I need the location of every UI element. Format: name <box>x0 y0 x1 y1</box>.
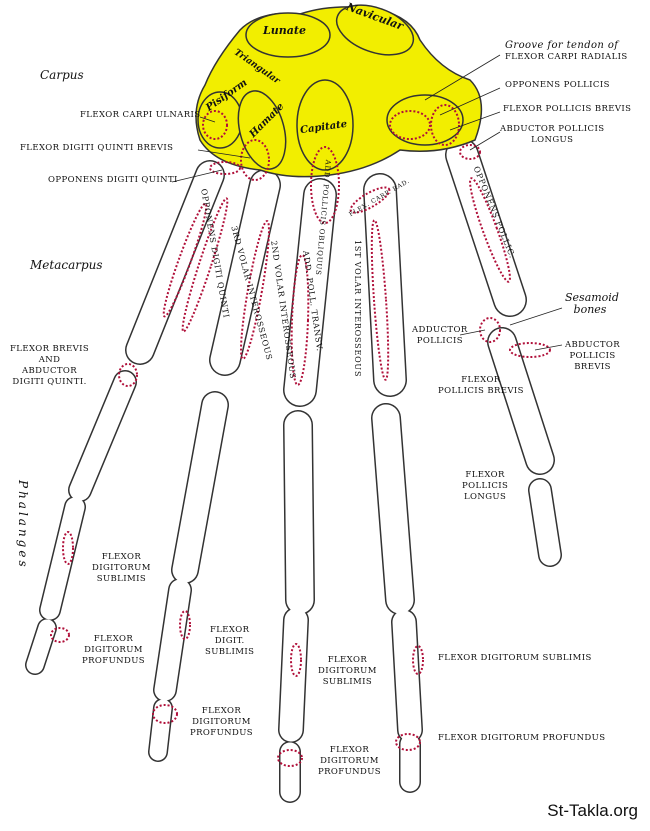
label-line: Flexor brevis <box>10 344 90 354</box>
finger-bones <box>25 138 562 803</box>
label-line: Flexor <box>201 706 242 716</box>
label-line: Flexor carpi radialis <box>505 52 628 62</box>
label-line: sublimis <box>205 647 255 657</box>
label-on-bone-1st-volar-interosseous: 1st volar interosseous <box>353 240 362 378</box>
label-abductor-pollicis-brevis: Abductorpollicisbrevis <box>565 340 620 373</box>
label-line: pollicis <box>569 351 616 361</box>
label-fds-ring: Flexordigit.sublimis <box>205 625 254 658</box>
label-line: Adductor <box>412 325 468 335</box>
label-line: digiti quinti. <box>12 377 87 387</box>
label-opponens-digiti-quinti: Opponens digiti quinti <box>48 175 178 185</box>
label-line: digitorum <box>318 666 377 676</box>
watermark: St-Takla.org <box>547 801 638 820</box>
label-line: longus <box>531 135 574 145</box>
label-groove-fcr: Groove for tendon ofFlexor carpi radiali… <box>505 40 628 63</box>
label-adductor-pollicis: Adductorpollicis <box>412 325 468 347</box>
label-line: Groove for tendon of <box>505 40 619 51</box>
label-fds-little: Flexordigitorumsublimis <box>92 552 151 585</box>
carpal-bones <box>195 4 483 178</box>
label-line: digitorum <box>192 717 251 727</box>
label-line: Flexor <box>329 745 370 755</box>
label-line: pollicis brevis <box>438 386 524 396</box>
label-line: pollicis <box>416 336 463 346</box>
label-line: sublimis <box>96 574 147 584</box>
label-flexor-pollicis-brevis-top: Flexor pollicis brevis <box>503 104 632 114</box>
label-abductor-pollicis-longus: Abductor pollicislongus <box>500 124 604 146</box>
label-line: profundus <box>318 767 381 777</box>
label-fdp-ring: Flexordigitorumprofundus <box>190 706 253 739</box>
label-line: pollicis <box>462 481 509 491</box>
label-line: sublimis <box>322 677 373 687</box>
region-carpus: Carpus <box>40 68 84 82</box>
label-fdp-little: Flexordigitorumprofundus <box>82 634 145 667</box>
label-flexor-pollicis-longus: Flexorpollicislongus <box>462 470 508 503</box>
label-flexor-brevis-abductor-digiti-quinti: Flexor brevisandAbductordigiti quinti. <box>10 344 89 388</box>
label-line: Flexor <box>209 625 250 635</box>
label-fdp-index: Flexor digitorum profundus <box>438 733 606 743</box>
muscle-attachments <box>50 104 551 767</box>
label-flexor-pollicis-brevis: Flexorpollicis brevis <box>438 375 524 397</box>
label-line: profundus <box>82 656 145 666</box>
bone-sesamoid: Sesamoid bones <box>565 291 619 316</box>
label-flexor-digiti-quinti-brevis: Flexor digiti quinti brevis <box>20 143 174 153</box>
label-line: longus <box>463 492 507 502</box>
label-flexor-carpi-ulnaris: Flexor carpi ulnaris <box>80 110 201 120</box>
label-line: Flexor <box>327 655 368 665</box>
label-line: and <box>38 355 61 365</box>
label-line: digitorum <box>84 645 143 655</box>
label-line: Abductor <box>21 366 78 376</box>
label-line: brevis <box>574 362 611 372</box>
label-fds-middle: Flexordigitorumsublimis <box>318 655 377 688</box>
bone-lunate: Lunate <box>263 24 306 37</box>
label-line: Abductor <box>565 340 621 350</box>
label-fdp-middle: Flexordigitorumprofundus <box>318 745 381 778</box>
label-line: digitorum <box>320 756 379 766</box>
label-line: digitorum <box>92 563 151 573</box>
label-line: Flexor <box>465 470 505 480</box>
region-phalanges: Phalanges <box>16 480 30 570</box>
label-line: digit. <box>214 636 245 646</box>
leader-lines <box>171 54 563 351</box>
label-line: Abductor pollicis <box>500 124 605 134</box>
label-line: profundus <box>190 728 253 738</box>
label-line: Flexor <box>93 634 134 644</box>
label-line: Flexor <box>461 375 501 385</box>
region-metacarpus: Metacarpus <box>30 258 103 272</box>
label-opponens-pollicis: Opponens pollicis <box>505 80 610 90</box>
label-fds-index: Flexor digitorum sublimis <box>438 653 592 663</box>
label-line: Flexor <box>101 552 142 562</box>
